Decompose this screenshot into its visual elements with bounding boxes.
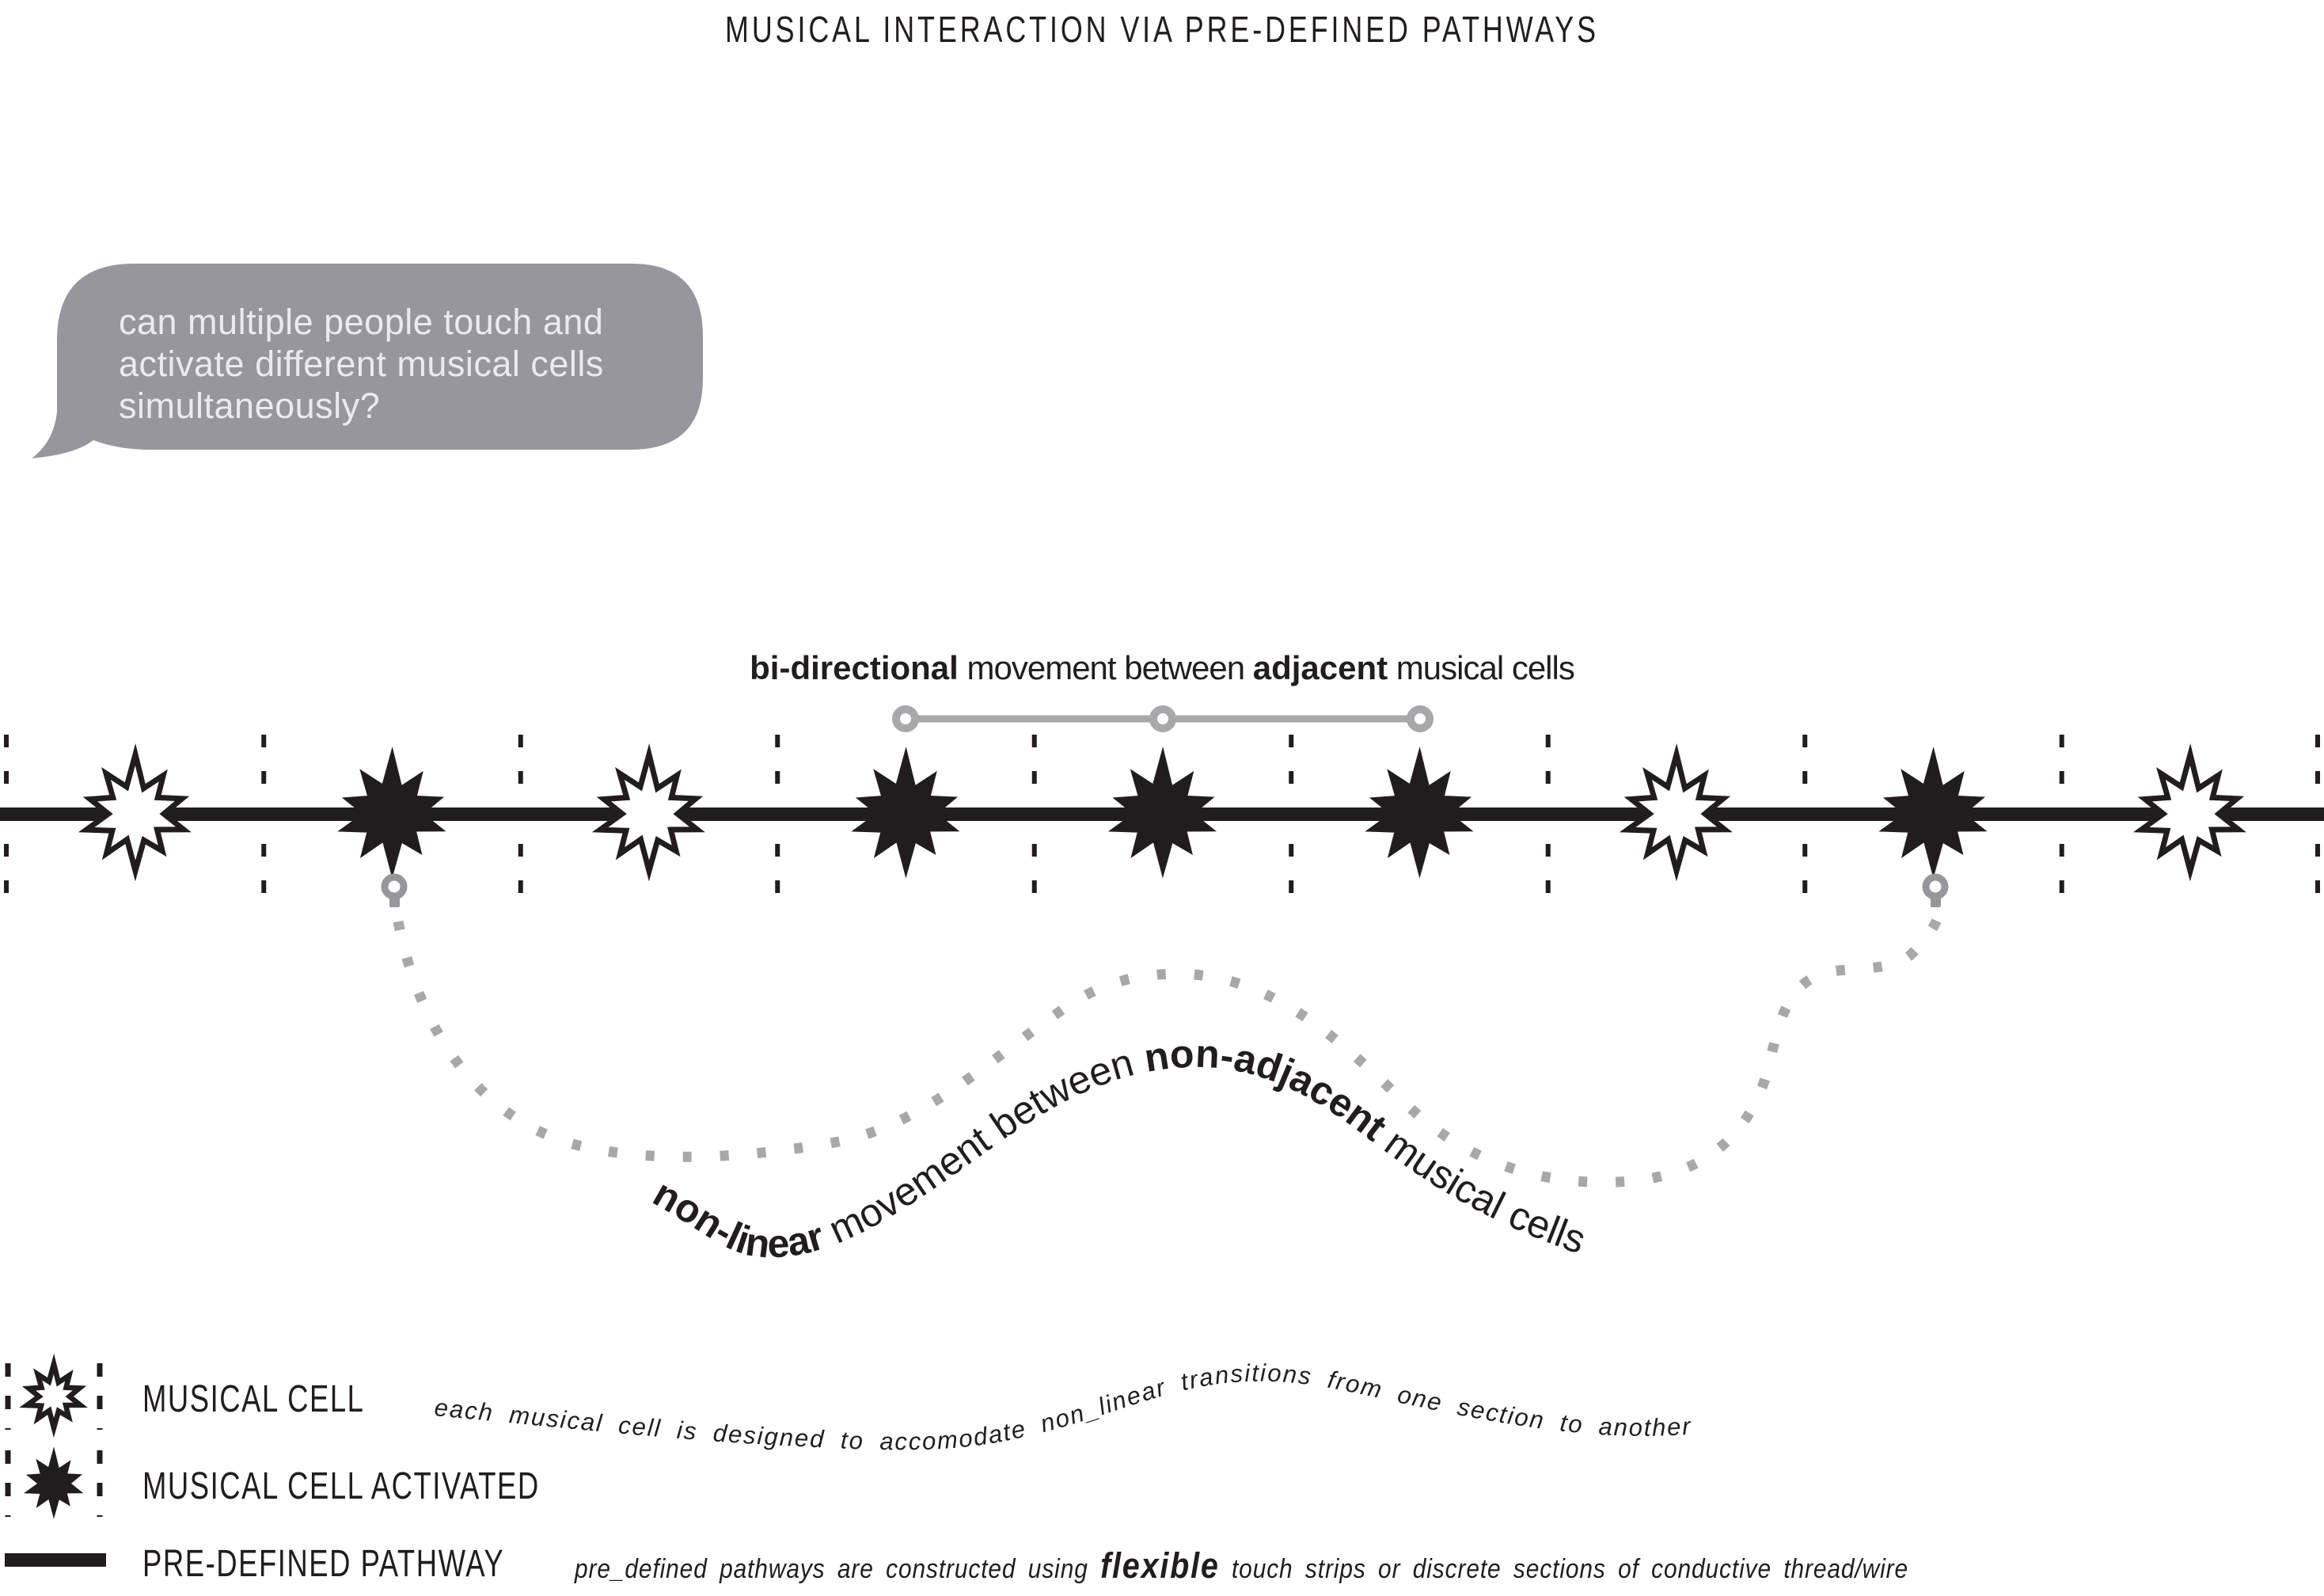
connector-node <box>1149 705 1176 732</box>
musical-cell-activated-icon <box>25 1450 82 1516</box>
legend-label-pre-defined-pathway: PRE-DEFINED PATHWAY <box>142 1543 505 1585</box>
legend-label-musical-cell-activated: MUSICAL CELL ACTIVATED <box>142 1465 540 1507</box>
speech-bubble <box>32 264 703 458</box>
nonlinear-label-end: musical cells <box>1369 1114 1592 1262</box>
bidirectional-label-end: musical cells <box>1388 649 1575 686</box>
speech-bubble-line: simultaneously? <box>119 386 381 426</box>
speech-bubble-line: can multiple people touch and <box>119 302 604 342</box>
pathway-note-bold: flexible <box>1100 1545 1220 1586</box>
musical-cell-icon <box>27 1364 80 1428</box>
speech-bubble-line: activate different musical cells <box>119 344 604 384</box>
cell-note: each musical cell is designed to accomod… <box>433 1359 1692 1456</box>
speech-bubble-shape <box>32 264 703 458</box>
pre-defined-pathway-icon <box>5 1553 106 1567</box>
bidirectional-label: bi-directional movement between adjacent… <box>750 649 1575 687</box>
connector-node <box>1407 705 1434 732</box>
speech-bubble-text: can multiple people touch and activate d… <box>119 301 604 427</box>
nonadjacent-label-bold: non-adjacent <box>1141 1032 1396 1150</box>
pin-stub <box>1931 896 1941 907</box>
adjacent-connector <box>892 705 1434 732</box>
pathway-note-pre: pre_defined pathways are constructed usi… <box>575 1554 1101 1584</box>
pathway-note: pre_defined pathways are constructed usi… <box>575 1545 1908 1586</box>
bidirectional-label-mid: movement between <box>958 649 1253 686</box>
pathway-cells <box>86 754 2239 871</box>
nonlinear-start-pin <box>381 873 408 907</box>
pathway-note-post: touch strips or discrete sections of con… <box>1219 1554 1909 1584</box>
nonlinear-dotted-path <box>393 916 1942 1188</box>
pin-ring-icon <box>381 873 408 900</box>
connector-node <box>892 705 919 732</box>
pin-ring-icon <box>1922 873 1949 900</box>
legend-label-musical-cell: MUSICAL CELL <box>142 1378 365 1420</box>
nonlinear-label-bold: non-linear <box>646 1171 829 1267</box>
cell-note-text: each musical cell is designed to accomod… <box>433 1359 1692 1456</box>
nonlinear-end-pin <box>1922 873 1949 907</box>
bidirectional-label-bold: bi-directional <box>750 649 959 686</box>
nonlinear-label-mid: movement between <box>815 1037 1149 1256</box>
legend-icons <box>5 1363 106 1567</box>
page-title: MUSICAL INTERACTION VIA PRE-DEFINED PATH… <box>725 9 1599 50</box>
segment-dividers <box>4 735 2320 912</box>
adjacent-label-bold: adjacent <box>1252 649 1388 686</box>
pin-stub <box>389 896 400 907</box>
nonlinear-label: non-linear movement between non-adjacent… <box>646 1032 1592 1267</box>
